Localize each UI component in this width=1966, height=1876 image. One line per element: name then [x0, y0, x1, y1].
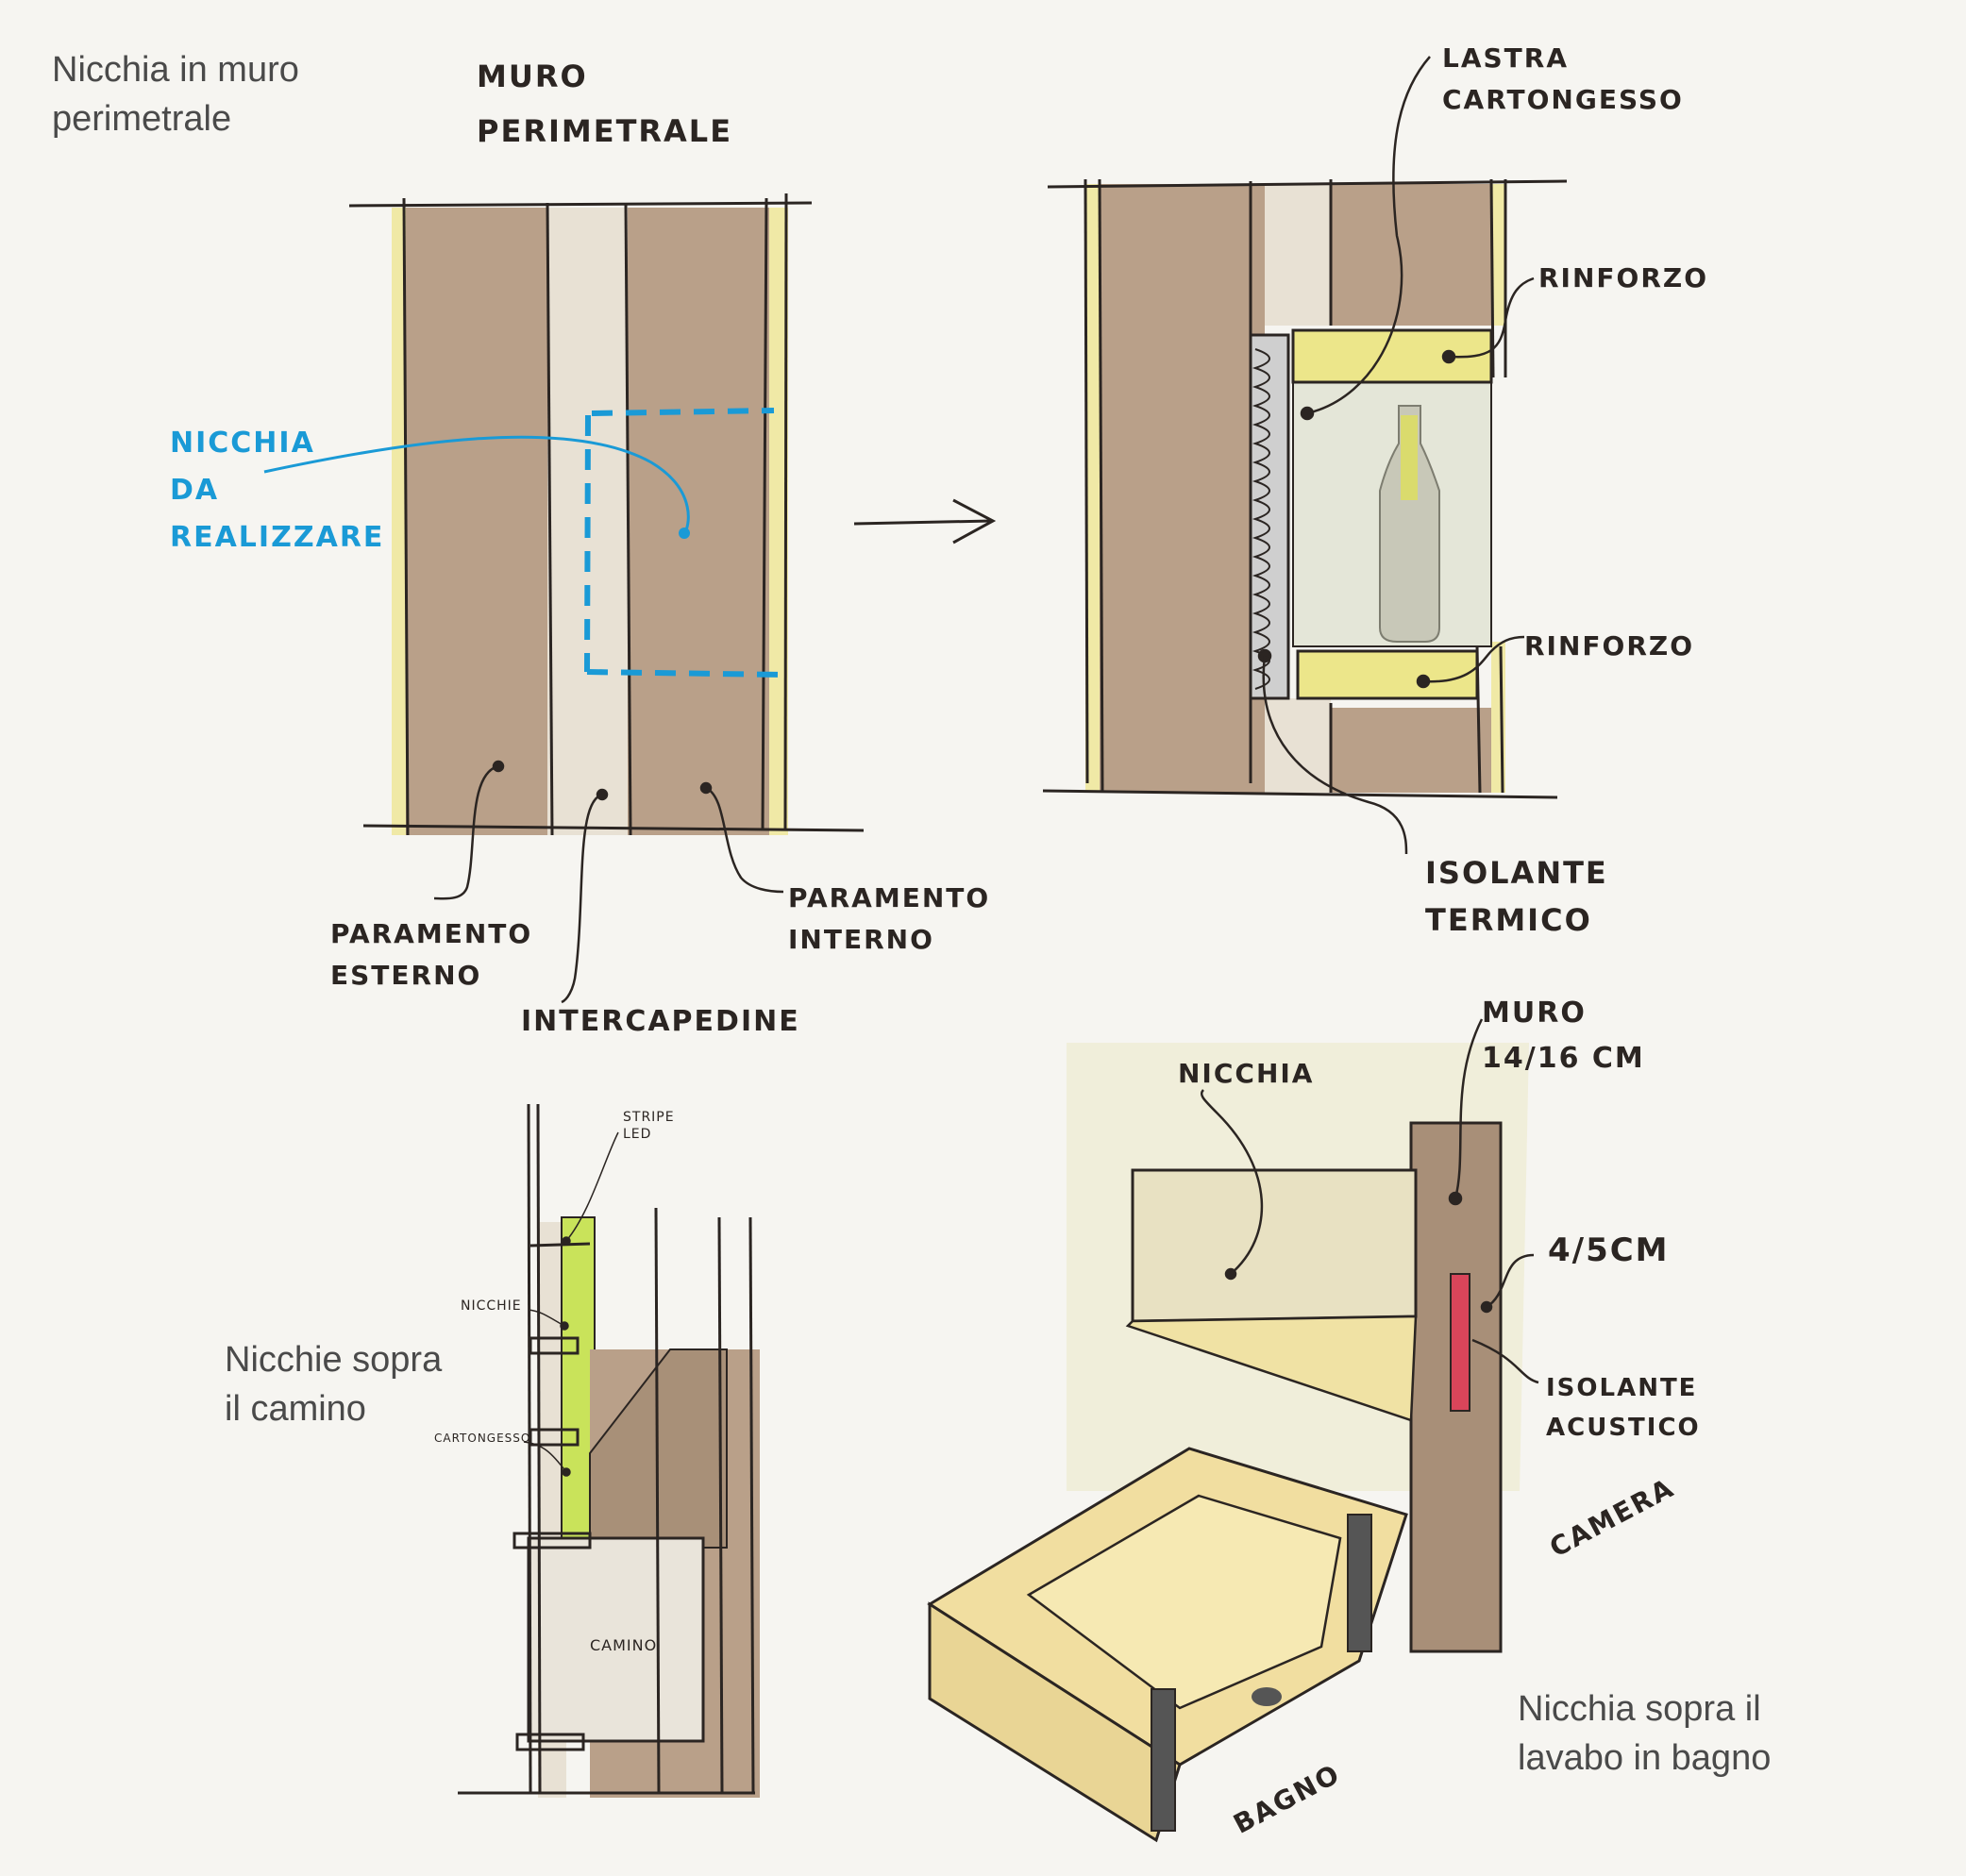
camino-box — [527, 1536, 705, 1743]
label-paramento-esterno: PARAMENTO ESTERNO — [330, 918, 533, 991]
niche-back — [1131, 1168, 1418, 1323]
label-muro-perimetrale: MURO PERIMETRALE — [477, 59, 733, 149]
label-lastra-cartongesso: LASTRA CARTONGESSO — [1442, 42, 1684, 115]
label-rinforzo-bottom: RINFORZO — [1524, 630, 1695, 662]
label-isolante-acustico: ISOLANTE ACUSTICO — [1546, 1374, 1701, 1442]
label-stripe-led: STRIPE LED — [623, 1110, 675, 1142]
label-camino: CAMINO — [590, 1636, 658, 1654]
label-nicchie: NICCHIE — [461, 1298, 522, 1314]
plaster-left — [392, 208, 406, 835]
paramento-esterno-fill — [406, 208, 547, 835]
label-cartongesso: CARTONGESSO — [434, 1432, 531, 1445]
fireplace-section — [458, 1103, 760, 1798]
label-nicchia: NICCHIA — [1178, 1058, 1315, 1089]
niche-leader — [263, 435, 690, 535]
washbasin-axonometric — [927, 1018, 1539, 1843]
bottle-illustration — [1379, 405, 1440, 643]
rinforzo-bottom-block — [1296, 649, 1479, 700]
caption-nicchia-sopra-lavabo: Nicchia sopra il lavabo in bagno — [1518, 1689, 1772, 1778]
label-nicchia-da-realizzare: NICCHIA DA REALIZZARE — [170, 427, 385, 554]
acoustic-insulation — [1450, 1273, 1470, 1412]
label-isolante-termico: ISOLANTE TERMICO — [1425, 855, 1608, 938]
label-rinforzo-top: RINFORZO — [1538, 262, 1709, 293]
insulation-zigzag — [1252, 348, 1270, 690]
niche-outline-dashed — [584, 408, 784, 678]
caption-nicchia-muro-perimetrale: Nicchia in muro perimetrale — [52, 50, 299, 139]
label-intercapedine: INTERCAPEDINE — [521, 1005, 800, 1038]
caption-nicchie-sopra-camino: Nicchie sopra il camino — [225, 1340, 443, 1429]
wall-leaders — [433, 760, 784, 1004]
plaster-right — [769, 208, 788, 835]
label-spessore-4-5: 4/5CM — [1548, 1231, 1670, 1269]
transform-arrow — [853, 498, 997, 544]
label-paramento-interno: PARAMENTO INTERNO — [788, 882, 991, 955]
wall-section-existing — [263, 193, 865, 1004]
paramento-interno-fill — [628, 208, 769, 835]
label-muro-14-16: MURO 14/16 CM — [1482, 997, 1645, 1075]
wall-section-with-niche — [1042, 56, 1568, 855]
